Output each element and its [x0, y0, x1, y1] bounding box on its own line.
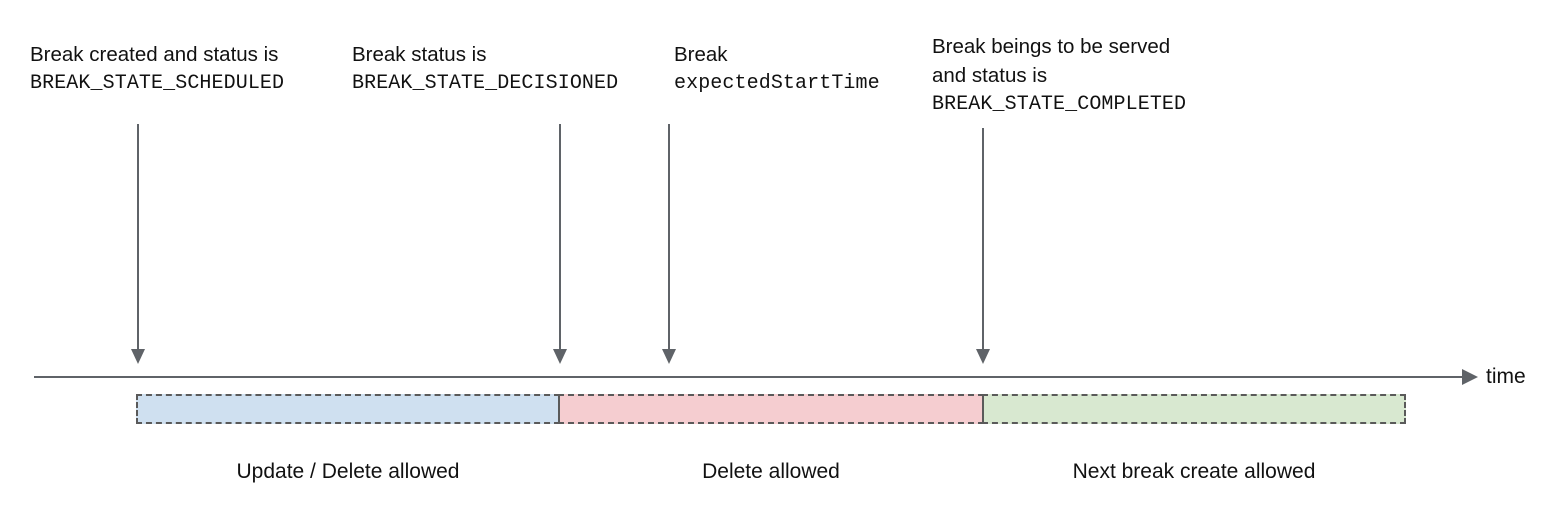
right-arrow-icon-time-axis — [1462, 369, 1478, 385]
phase-bar-next-break — [982, 394, 1406, 424]
arrow-head — [662, 349, 676, 364]
down-arrow-icon-expected-start — [661, 124, 677, 364]
annotation-scheduled-line2: BREAK_STATE_SCHEDULED — [30, 72, 285, 95]
annotation-completed: Break beings to be served and status is … — [932, 32, 1186, 119]
annotation-decisioned-line1: Break status is — [352, 43, 487, 66]
down-arrow-icon-scheduled — [130, 124, 146, 364]
arrow-shaft — [668, 124, 670, 350]
arrow-shaft — [137, 124, 139, 350]
annotation-expected-start-line2: expectedStartTime — [674, 72, 880, 95]
arrow-head — [976, 349, 990, 364]
phase-bar-delete-only — [558, 394, 984, 424]
arrow-head — [553, 349, 567, 364]
annotation-completed-line2: and status is — [932, 64, 1048, 87]
down-arrow-icon-decisioned — [552, 124, 568, 364]
phase-caption-delete-only: Delete allowed — [702, 460, 840, 483]
phase-divider-completed — [982, 394, 984, 424]
arrow-shaft — [982, 128, 984, 350]
phase-caption-update-delete: Update / Delete allowed — [236, 460, 460, 483]
phase-caption-next-break: Next break create allowed — [1072, 460, 1316, 483]
annotation-completed-line3: BREAK_STATE_COMPLETED — [932, 93, 1187, 116]
arrow-shaft — [559, 124, 561, 350]
time-axis-label: time — [1486, 365, 1526, 388]
annotation-completed-line1: Break beings to be served — [932, 35, 1171, 58]
annotation-expected-start: Break expectedStartTime — [674, 40, 880, 98]
annotation-scheduled: Break created and status is BREAK_STATE_… — [30, 40, 284, 98]
annotation-expected-start-line1: Break — [674, 43, 728, 66]
down-arrow-icon-completed — [975, 128, 991, 364]
annotation-scheduled-line1: Break created and status is — [30, 43, 279, 66]
annotation-decisioned: Break status is BREAK_STATE_DECISIONED — [352, 40, 618, 98]
time-axis-line — [34, 376, 1470, 378]
phase-bar-update-delete — [136, 394, 560, 424]
phase-divider-decisioned — [558, 394, 560, 424]
annotation-decisioned-line2: BREAK_STATE_DECISIONED — [352, 72, 619, 95]
arrow-head — [131, 349, 145, 364]
